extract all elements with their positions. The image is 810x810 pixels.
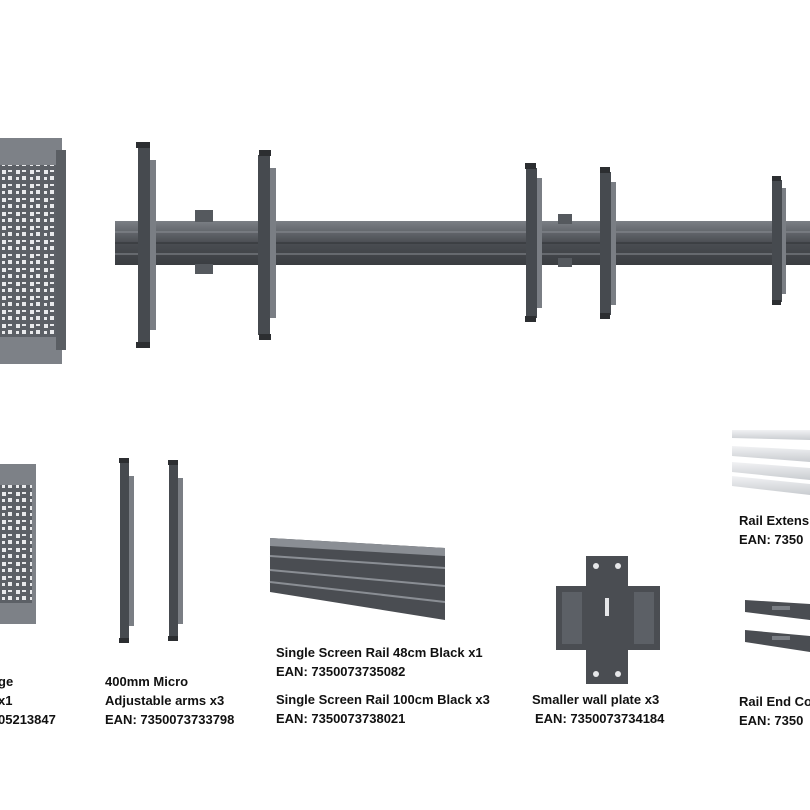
top-cage-panel: [0, 138, 66, 364]
arms-caption: 400mm Micro Adjustable arms x3 EAN: 7350…: [105, 672, 234, 729]
rail48-caption: Single Screen Rail 48cm Black x1 EAN: 73…: [276, 643, 483, 681]
top-arm-2: [258, 150, 276, 340]
rail100-name: Single Screen Rail 100cm Black x3: [276, 692, 490, 707]
arms-part: [119, 458, 183, 643]
wallplate-part: [556, 556, 660, 684]
top-arm-4: [600, 167, 616, 319]
endcap-ean: EAN: 7350: [739, 713, 804, 728]
top-rail: [115, 210, 810, 274]
top-arm-1: [136, 142, 156, 348]
wallplate-name: Smaller wall plate x3: [532, 692, 660, 707]
cage-part: [0, 464, 36, 624]
arms-name-line2: Adjustable arms x3: [105, 693, 225, 708]
endcap-part: [745, 600, 810, 652]
cage-name-line1: ge: [0, 674, 14, 689]
top-arm-5: [772, 176, 786, 305]
cage-ean: 05213847: [0, 712, 56, 727]
top-arm-3: [525, 163, 542, 322]
rail48-ean: EAN: 7350073735082: [276, 664, 406, 679]
cage-name-line2: x1: [0, 693, 13, 708]
wallplate-ean: EAN: 7350073734184: [535, 711, 665, 726]
arms-name-line1: 400mm Micro: [105, 674, 189, 689]
extension-ean: EAN: 7350: [739, 532, 804, 547]
wallplate-caption: Smaller wall plate x3 EAN: 7350073734184: [532, 690, 664, 728]
endcap-name: Rail End Co: [739, 694, 810, 709]
rail48-name: Single Screen Rail 48cm Black x1: [276, 645, 483, 660]
arms-ean: EAN: 7350073733798: [105, 712, 235, 727]
rail100-ean: EAN: 7350073738021: [276, 711, 406, 726]
extension-name: Rail Extens: [739, 513, 810, 528]
rail100-caption: Single Screen Rail 100cm Black x3 EAN: 7…: [276, 690, 490, 728]
cage-caption: ge x1 05213847: [0, 672, 56, 729]
rail-part: [269, 538, 446, 620]
endcap-caption: Rail End Co EAN: 7350: [739, 692, 810, 730]
extension-part: [732, 430, 810, 495]
extension-caption: Rail Extens EAN: 7350: [739, 511, 809, 549]
